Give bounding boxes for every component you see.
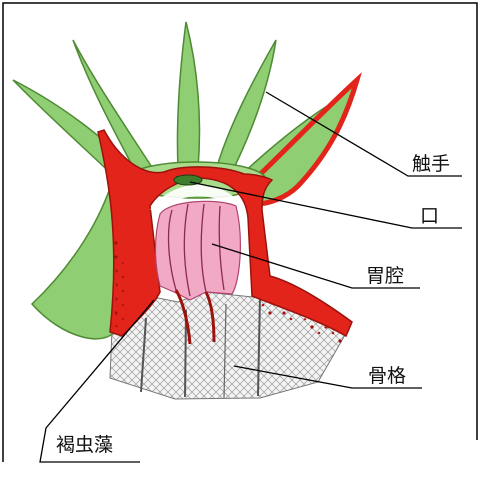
label-mouth: 口: [420, 205, 439, 227]
label-skeleton: 骨格: [368, 365, 406, 387]
label-tentacle: 触手: [412, 153, 450, 175]
label-zooxanthellae: 褐虫藻: [56, 434, 113, 456]
label-gastric-cavity: 胃腔: [366, 265, 404, 287]
